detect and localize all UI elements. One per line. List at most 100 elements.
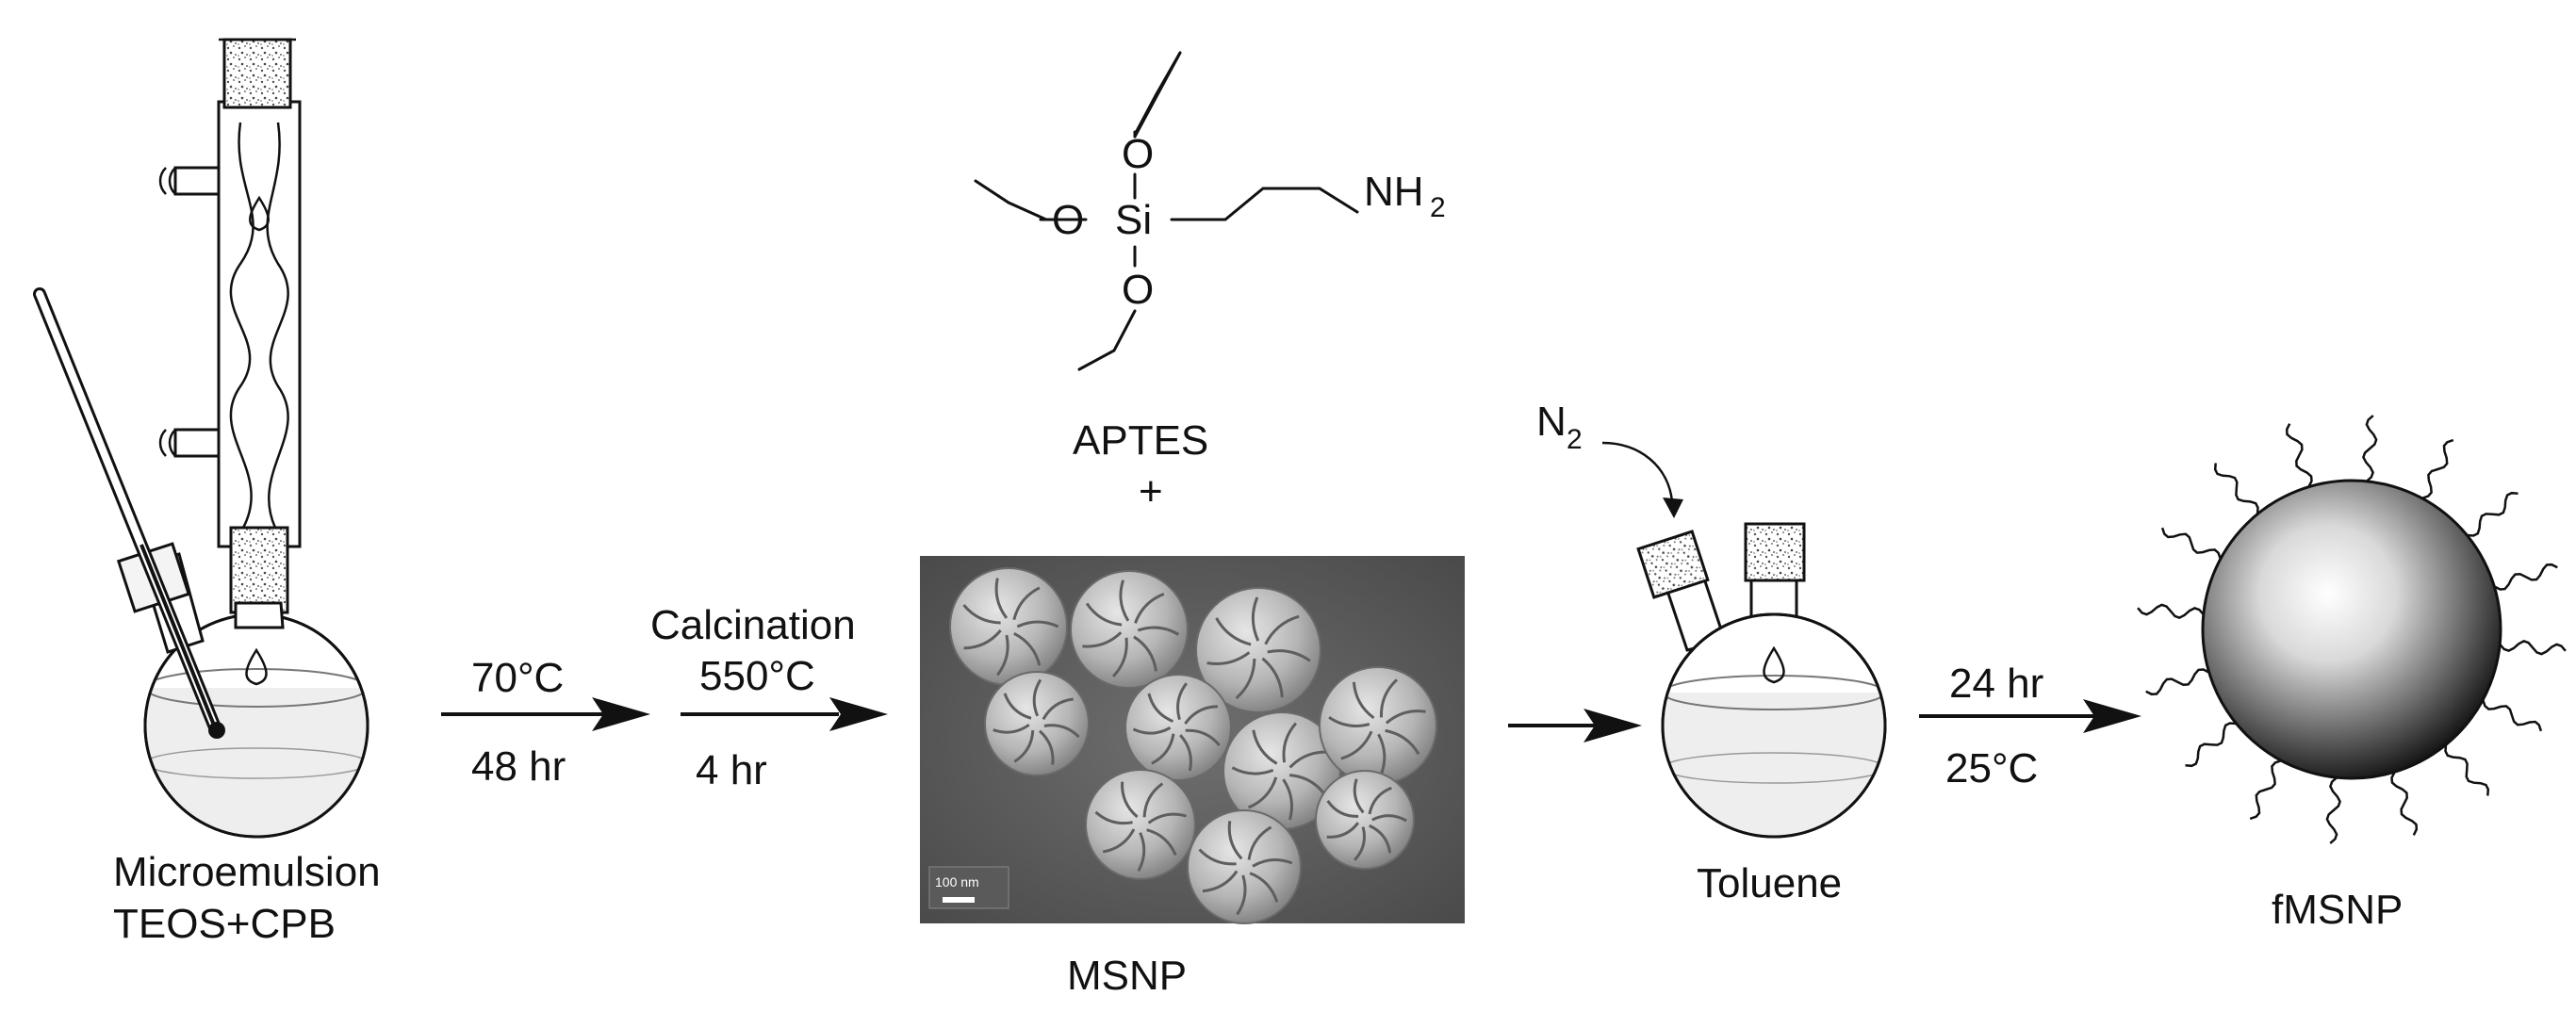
particle-wrinkle [1202, 870, 1239, 893]
particle-wrinkle [963, 629, 1002, 650]
aptes-oxygen-top: O [1122, 131, 1154, 177]
particle-wrinkle [1328, 716, 1370, 727]
particle-wrinkle [1371, 814, 1407, 823]
nitrogen-inlet-arrow [1601, 441, 1674, 502]
reaction-arrow-4 [1919, 699, 2141, 733]
arrow2-time: 4 hr [696, 747, 767, 793]
particle-wrinkle [1252, 729, 1278, 765]
arrow4-temperature: 25°C [1945, 745, 2038, 791]
particle-wrinkle [1326, 800, 1359, 818]
particle-wrinkle [1185, 728, 1221, 746]
particle-wrinkle [1133, 635, 1157, 672]
nitrogen-subscript: 2 [1567, 424, 1583, 455]
grafted-chain [2325, 776, 2341, 844]
particle-wrinkle [1147, 693, 1174, 723]
particle-wrinkle [1251, 596, 1260, 642]
particle-wrinkle [1215, 617, 1252, 646]
reflux-apparatus [33, 38, 369, 839]
particle-wrinkle [1379, 678, 1399, 718]
particle-wrinkle [1368, 786, 1392, 815]
particle-wrinkle [1146, 828, 1177, 857]
msnp-particle [1124, 674, 1232, 781]
grafted-chain [2421, 438, 2454, 499]
particle-wrinkle [996, 634, 1009, 677]
particle-wrinkle [1252, 858, 1293, 868]
grafted-chain [2285, 423, 2313, 488]
particle-wrinkle [1134, 592, 1165, 624]
particle-wrinkle [993, 723, 1030, 734]
arrow2-calcination: Calcination [650, 602, 856, 648]
grafted-chain [2160, 527, 2222, 560]
arrow1-temperature: 70°C [471, 655, 564, 701]
particle-wrinkle [1282, 722, 1298, 763]
particle-wrinkle [1016, 620, 1059, 628]
particle-wrinkle [1013, 631, 1042, 666]
particle-wrinkle [1261, 657, 1284, 698]
particle-wrinkle [962, 604, 1001, 625]
nitrogen-arrowhead [1663, 498, 1683, 518]
particle-wrinkle [1111, 637, 1128, 677]
particle-wrinkle [1267, 649, 1311, 662]
particle-wrinkle [1385, 728, 1420, 756]
msnp-particle [1315, 770, 1415, 870]
particle-wrinkle [1176, 682, 1189, 721]
particle-wrinkle [1231, 766, 1274, 775]
functionalized-sphere [2137, 415, 2567, 844]
grafted-chain [2213, 463, 2259, 514]
particle-wrinkle [1038, 729, 1055, 765]
particle-wrinkle [1085, 602, 1123, 627]
two-neck-flask [1636, 522, 1887, 839]
particle-wrinkle [1082, 631, 1123, 648]
aptes-amine: NH [1364, 169, 1424, 215]
solvent-label: Toluene [1697, 860, 1842, 906]
aptes-name: APTES [1073, 417, 1208, 464]
grafted-chain [2493, 563, 2558, 591]
particle-wrinkle [1353, 778, 1365, 814]
particle-wrinkle [1385, 710, 1426, 725]
particle-wrinkle [1147, 812, 1187, 824]
grafted-chain [2137, 603, 2205, 619]
grafted-chain [2467, 491, 2519, 537]
particle-wrinkle [1142, 782, 1164, 818]
aptes-oxygen-left: O [1052, 197, 1084, 243]
grafted-chain [2499, 640, 2567, 656]
aptes-structure [974, 51, 1359, 371]
reaction-arrow-3 [1508, 709, 1642, 742]
particle-wrinkle [1013, 729, 1035, 763]
msnp-particle [1187, 809, 1302, 924]
arrow4-time: 24 hr [1949, 661, 2043, 707]
msnp-particle [1319, 666, 1437, 785]
step1-label-line1: Microemulsion [113, 849, 381, 895]
particle-wrinkle [1264, 614, 1300, 645]
grafted-chain [2145, 668, 2210, 696]
particle-wrinkle [1132, 726, 1172, 735]
particle-wrinkle [1184, 705, 1219, 725]
scale-bar-label: 100 nm [935, 874, 979, 889]
particle-wrinkle [1119, 579, 1130, 622]
particle-wrinkle [1121, 781, 1139, 819]
particle-wrinkle [1377, 733, 1386, 776]
particle-wrinkle [1198, 848, 1237, 866]
particle-wrinkle [1236, 874, 1247, 916]
particle-wrinkle [1227, 821, 1243, 860]
particle-wrinkle [1206, 651, 1251, 665]
particle-wrinkle [1094, 810, 1133, 825]
arrow2-temperature: 550°C [699, 653, 815, 699]
particle-wrinkle [1003, 693, 1032, 720]
particle-wrinkle [1137, 832, 1146, 873]
msnp-sem-image [920, 556, 1465, 924]
particle-wrinkle [1326, 822, 1360, 839]
particle-wrinkle [1102, 828, 1136, 854]
msnp-particle [984, 671, 1090, 776]
particle-wrinkle [1353, 826, 1366, 861]
particle-wrinkle [1340, 730, 1373, 760]
reaction-arrow-2 [681, 697, 888, 731]
particle-wrinkle [1151, 733, 1175, 765]
particle-wrinkle [1369, 824, 1392, 854]
grafted-chain [2444, 744, 2490, 796]
particle-wrinkle [1043, 724, 1080, 739]
step1-label-line2: TEOS+CPB [113, 901, 336, 947]
msnp-particle [1085, 769, 1196, 880]
particle-wrinkle [1247, 825, 1272, 860]
grafted-chain [2362, 415, 2378, 482]
